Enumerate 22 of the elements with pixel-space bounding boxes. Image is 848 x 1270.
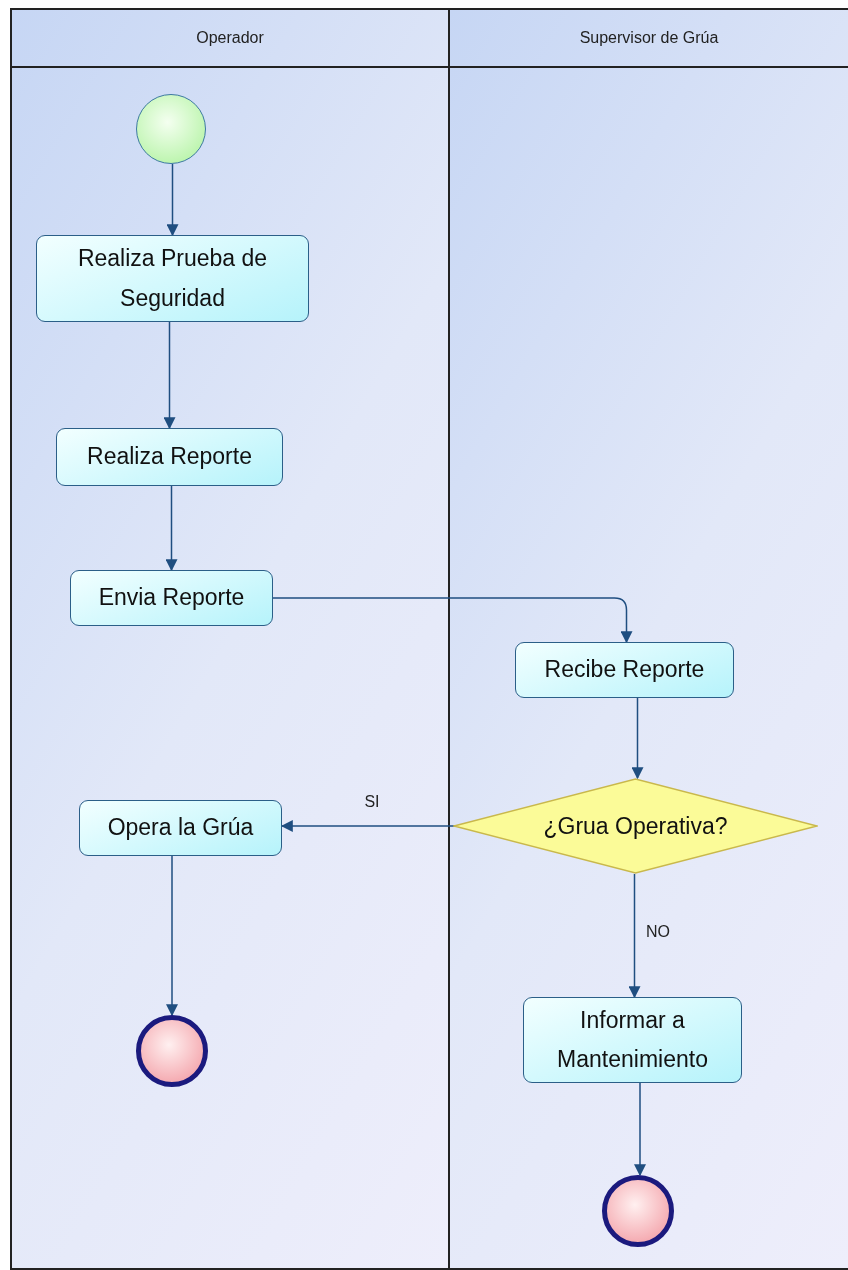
arrow: [165, 485, 178, 572]
arrow: [631, 697, 644, 780]
edge-label: SI: [363, 793, 381, 811]
arrow: [272, 597, 633, 644]
arrow: [634, 1082, 646, 1177]
arrow: [166, 855, 178, 1017]
decision-diamond: ¿Grua Operativa?: [453, 778, 818, 874]
activity-box: Opera la Grúa: [79, 800, 282, 856]
edge-label: NO: [645, 923, 671, 941]
swimlane: [10, 8, 450, 1270]
activity-box: Informar a Mantenimiento: [523, 997, 742, 1083]
activity-box: Realiza Reporte: [56, 428, 283, 486]
lane-header: Supervisor de Grúa: [450, 10, 848, 68]
arrow: [163, 321, 176, 430]
lane-header: Operador: [12, 10, 448, 68]
arrow: [628, 873, 641, 999]
swimlane: [450, 8, 848, 1270]
activity-box: Recibe Reporte: [515, 642, 734, 698]
activity-box: Envia Reporte: [70, 570, 273, 626]
arrow: [166, 163, 179, 237]
arrow: [280, 820, 456, 832]
activity-box: Realiza Prueba de Seguridad: [36, 235, 309, 322]
